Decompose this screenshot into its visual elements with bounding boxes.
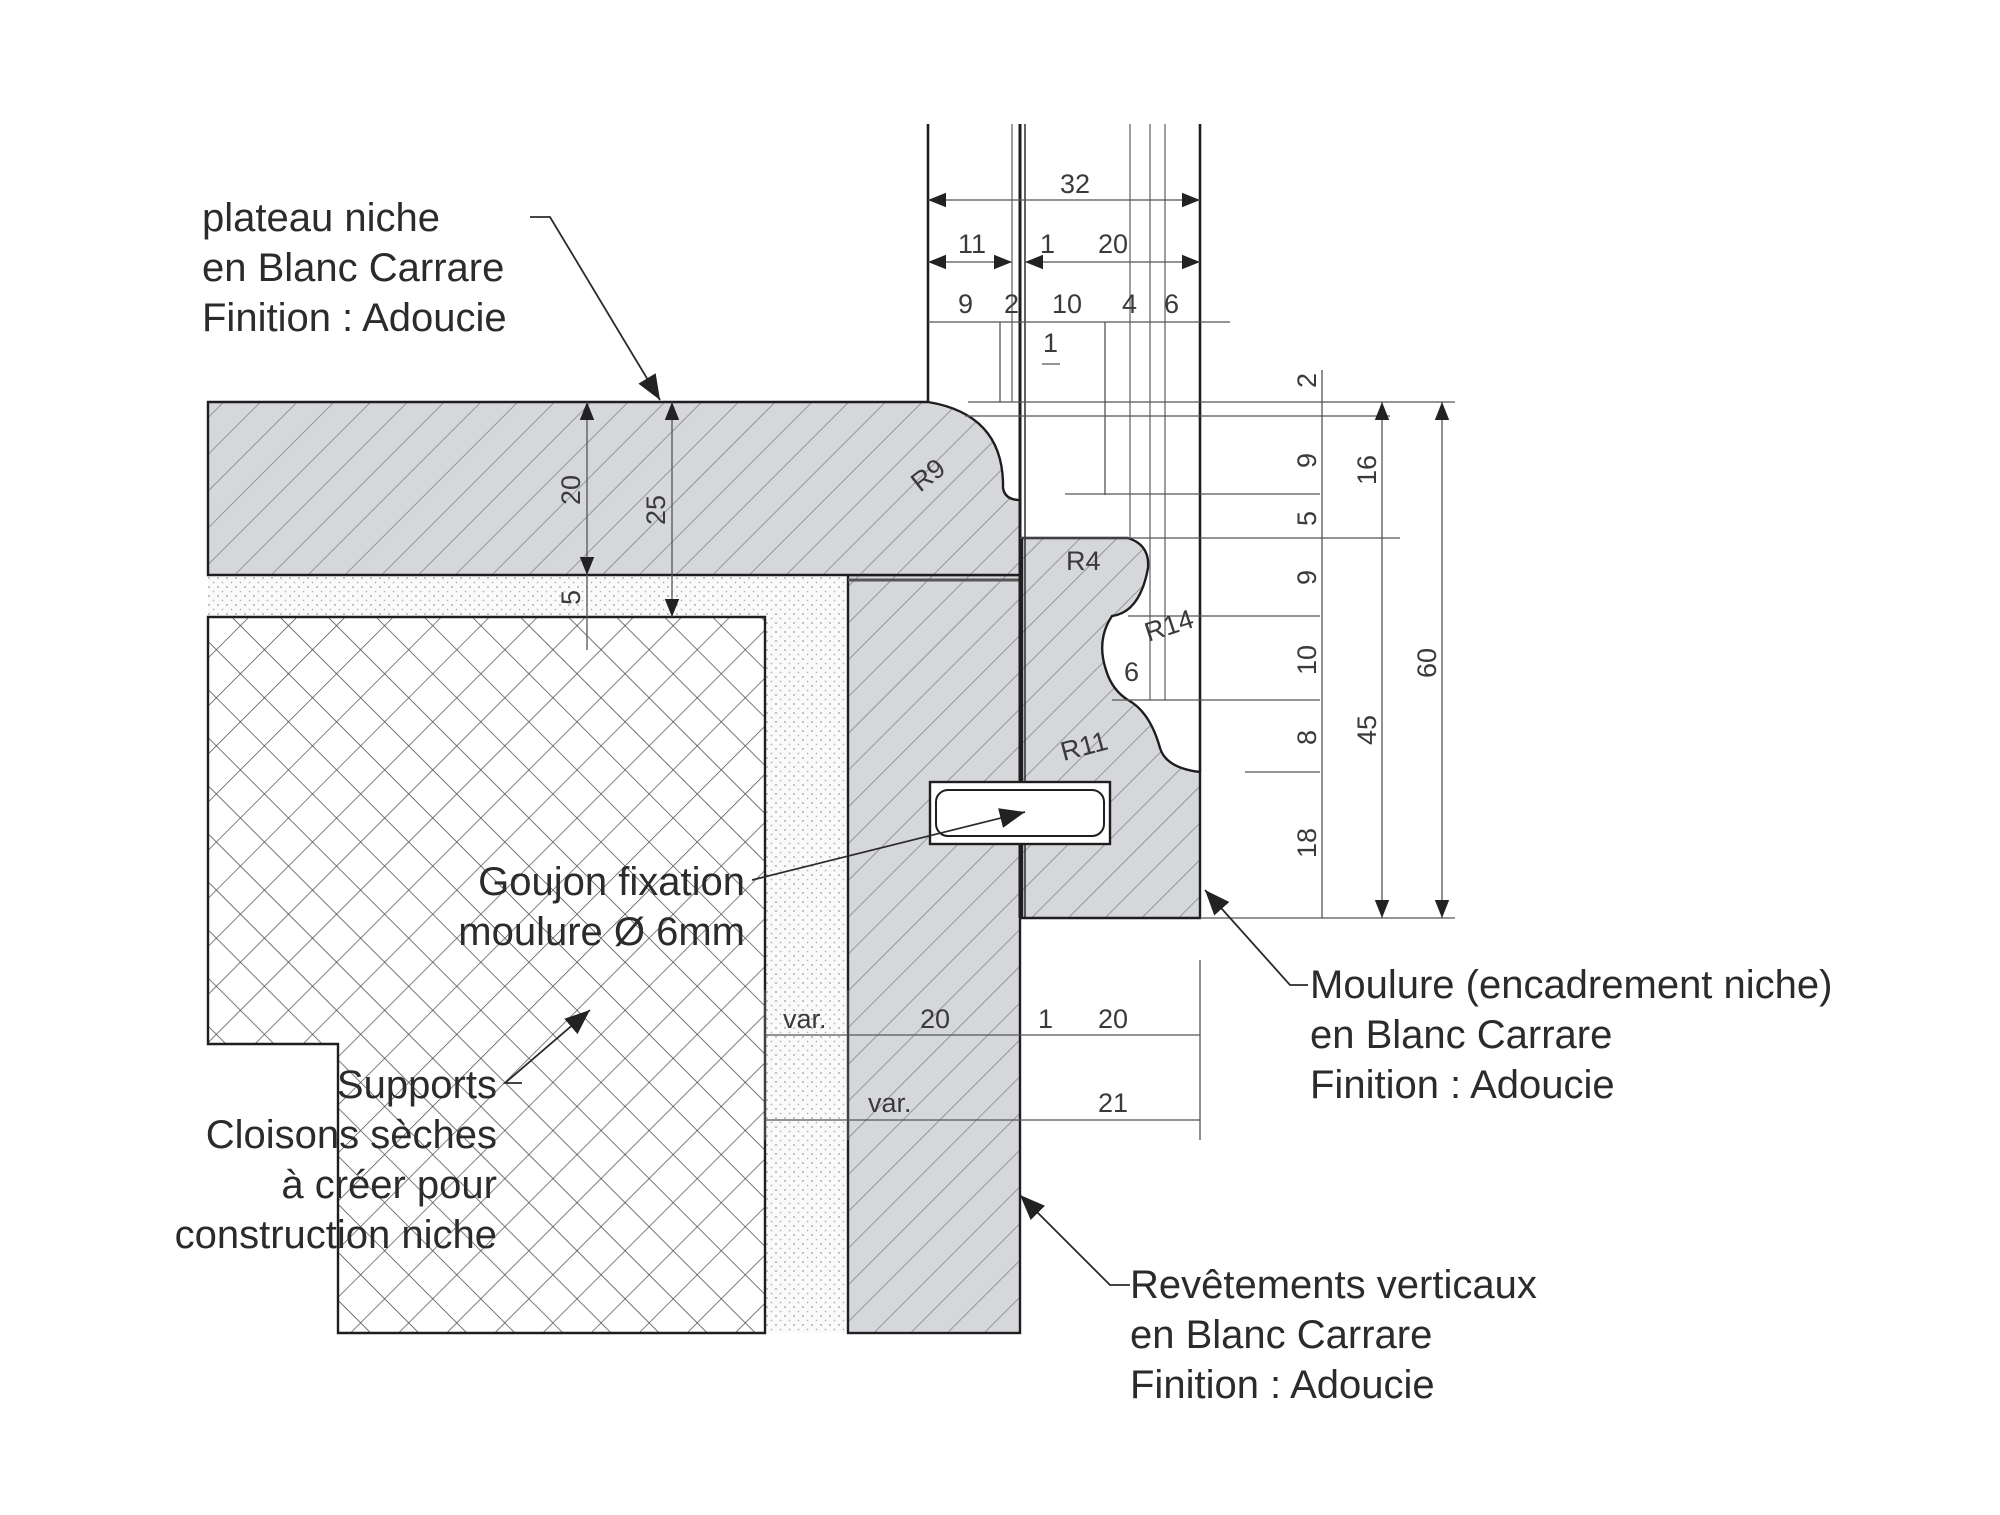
label-revetements-line3: Finition : Adoucie xyxy=(1130,1363,1435,1407)
dim-right-16: 16 xyxy=(1352,455,1382,485)
dim-right-60: 60 xyxy=(1412,648,1442,678)
dim-plateau-5: 5 xyxy=(556,590,586,605)
label-supports: Supports Cloisons sèches à créer pour co… xyxy=(175,1063,497,1257)
label-revetements-line2: en Blanc Carrare xyxy=(1130,1313,1432,1357)
dim-top-20: 20 xyxy=(1098,229,1128,259)
dim-top-10: 10 xyxy=(1052,289,1082,319)
label-moulure-line1: Moulure (encadrement niche) xyxy=(1310,963,1832,1007)
dim-top-1b: 1 xyxy=(1043,328,1058,358)
dim-right-2: 2 xyxy=(1292,373,1322,388)
dim-plateau-20: 20 xyxy=(556,475,586,505)
label-moulure-line2: en Blanc Carrare xyxy=(1310,1013,1612,1057)
bottom-dimensions xyxy=(764,960,1201,1140)
adhesive-layer xyxy=(208,575,848,1333)
label-goujon-line1: Goujon fixation xyxy=(478,860,745,904)
label-revetements-line1: Revêtements verticaux xyxy=(1130,1263,1537,1307)
label-moulure-line3: Finition : Adoucie xyxy=(1310,1063,1615,1107)
dim-top-6: 6 xyxy=(1164,289,1179,319)
dim-top-9: 9 xyxy=(958,289,973,319)
dim-right-18: 18 xyxy=(1292,828,1322,858)
label-supports-line3: à créer pour xyxy=(281,1163,497,1207)
label-supports-line4: construction niche xyxy=(175,1213,497,1257)
dim-bot-21: 21 xyxy=(1098,1088,1128,1118)
label-supports-line1: Supports xyxy=(337,1063,497,1107)
leader-lines xyxy=(502,216,1308,1286)
vertical-cladding xyxy=(846,573,1022,1335)
label-goujon-line2: moulure Ø 6mm xyxy=(458,910,745,954)
dim-right-9a: 9 xyxy=(1292,453,1322,468)
plateau-niche xyxy=(206,400,1022,577)
dim-right-45: 45 xyxy=(1352,715,1382,745)
drywall-support xyxy=(206,615,767,1335)
label-goujon: Goujon fixation moulure Ø 6mm xyxy=(458,860,745,954)
dim-top-2: 2 xyxy=(1004,289,1019,319)
label-plateau-line2: en Blanc Carrare xyxy=(202,246,504,290)
label-moulure: Moulure (encadrement niche) en Blanc Car… xyxy=(1310,963,1832,1107)
label-plateau-line3: Finition : Adoucie xyxy=(202,296,507,340)
dim-bot-var: var. xyxy=(783,1004,827,1034)
plateau-dimensions xyxy=(579,402,680,650)
dim-top-32: 32 xyxy=(1060,169,1090,199)
dim-bot-20: 20 xyxy=(920,1004,950,1034)
dim-top-4: 4 xyxy=(1122,289,1137,319)
top-dimensions xyxy=(928,192,1230,495)
dim-right-5: 5 xyxy=(1292,511,1322,526)
dim-bot-20b: 20 xyxy=(1098,1004,1128,1034)
dim-bot-1: 1 xyxy=(1038,1004,1053,1034)
right-dimensions xyxy=(965,370,1455,919)
moulure-profile xyxy=(1020,536,1202,920)
dim-top-1: 1 xyxy=(1040,229,1055,259)
dim-right-8: 8 xyxy=(1292,730,1322,745)
label-plateau-line1: plateau niche xyxy=(202,196,440,240)
dim-right-9b: 9 xyxy=(1292,570,1322,585)
dim-top-11: 11 xyxy=(958,229,986,259)
dim-right-10: 10 xyxy=(1292,645,1322,675)
dim-plateau-25: 25 xyxy=(641,495,671,525)
dim-bot-var2: var. xyxy=(868,1088,912,1118)
label-plateau: plateau niche en Blanc Carrare Finition … xyxy=(202,196,507,340)
dim-r14: R14 xyxy=(1141,604,1197,648)
label-supports-line2: Cloisons sèches xyxy=(206,1113,497,1157)
dim-6: 6 xyxy=(1124,657,1139,687)
dim-r4: R4 xyxy=(1066,546,1101,576)
label-revetements: Revêtements verticaux en Blanc Carrare F… xyxy=(1130,1263,1537,1407)
